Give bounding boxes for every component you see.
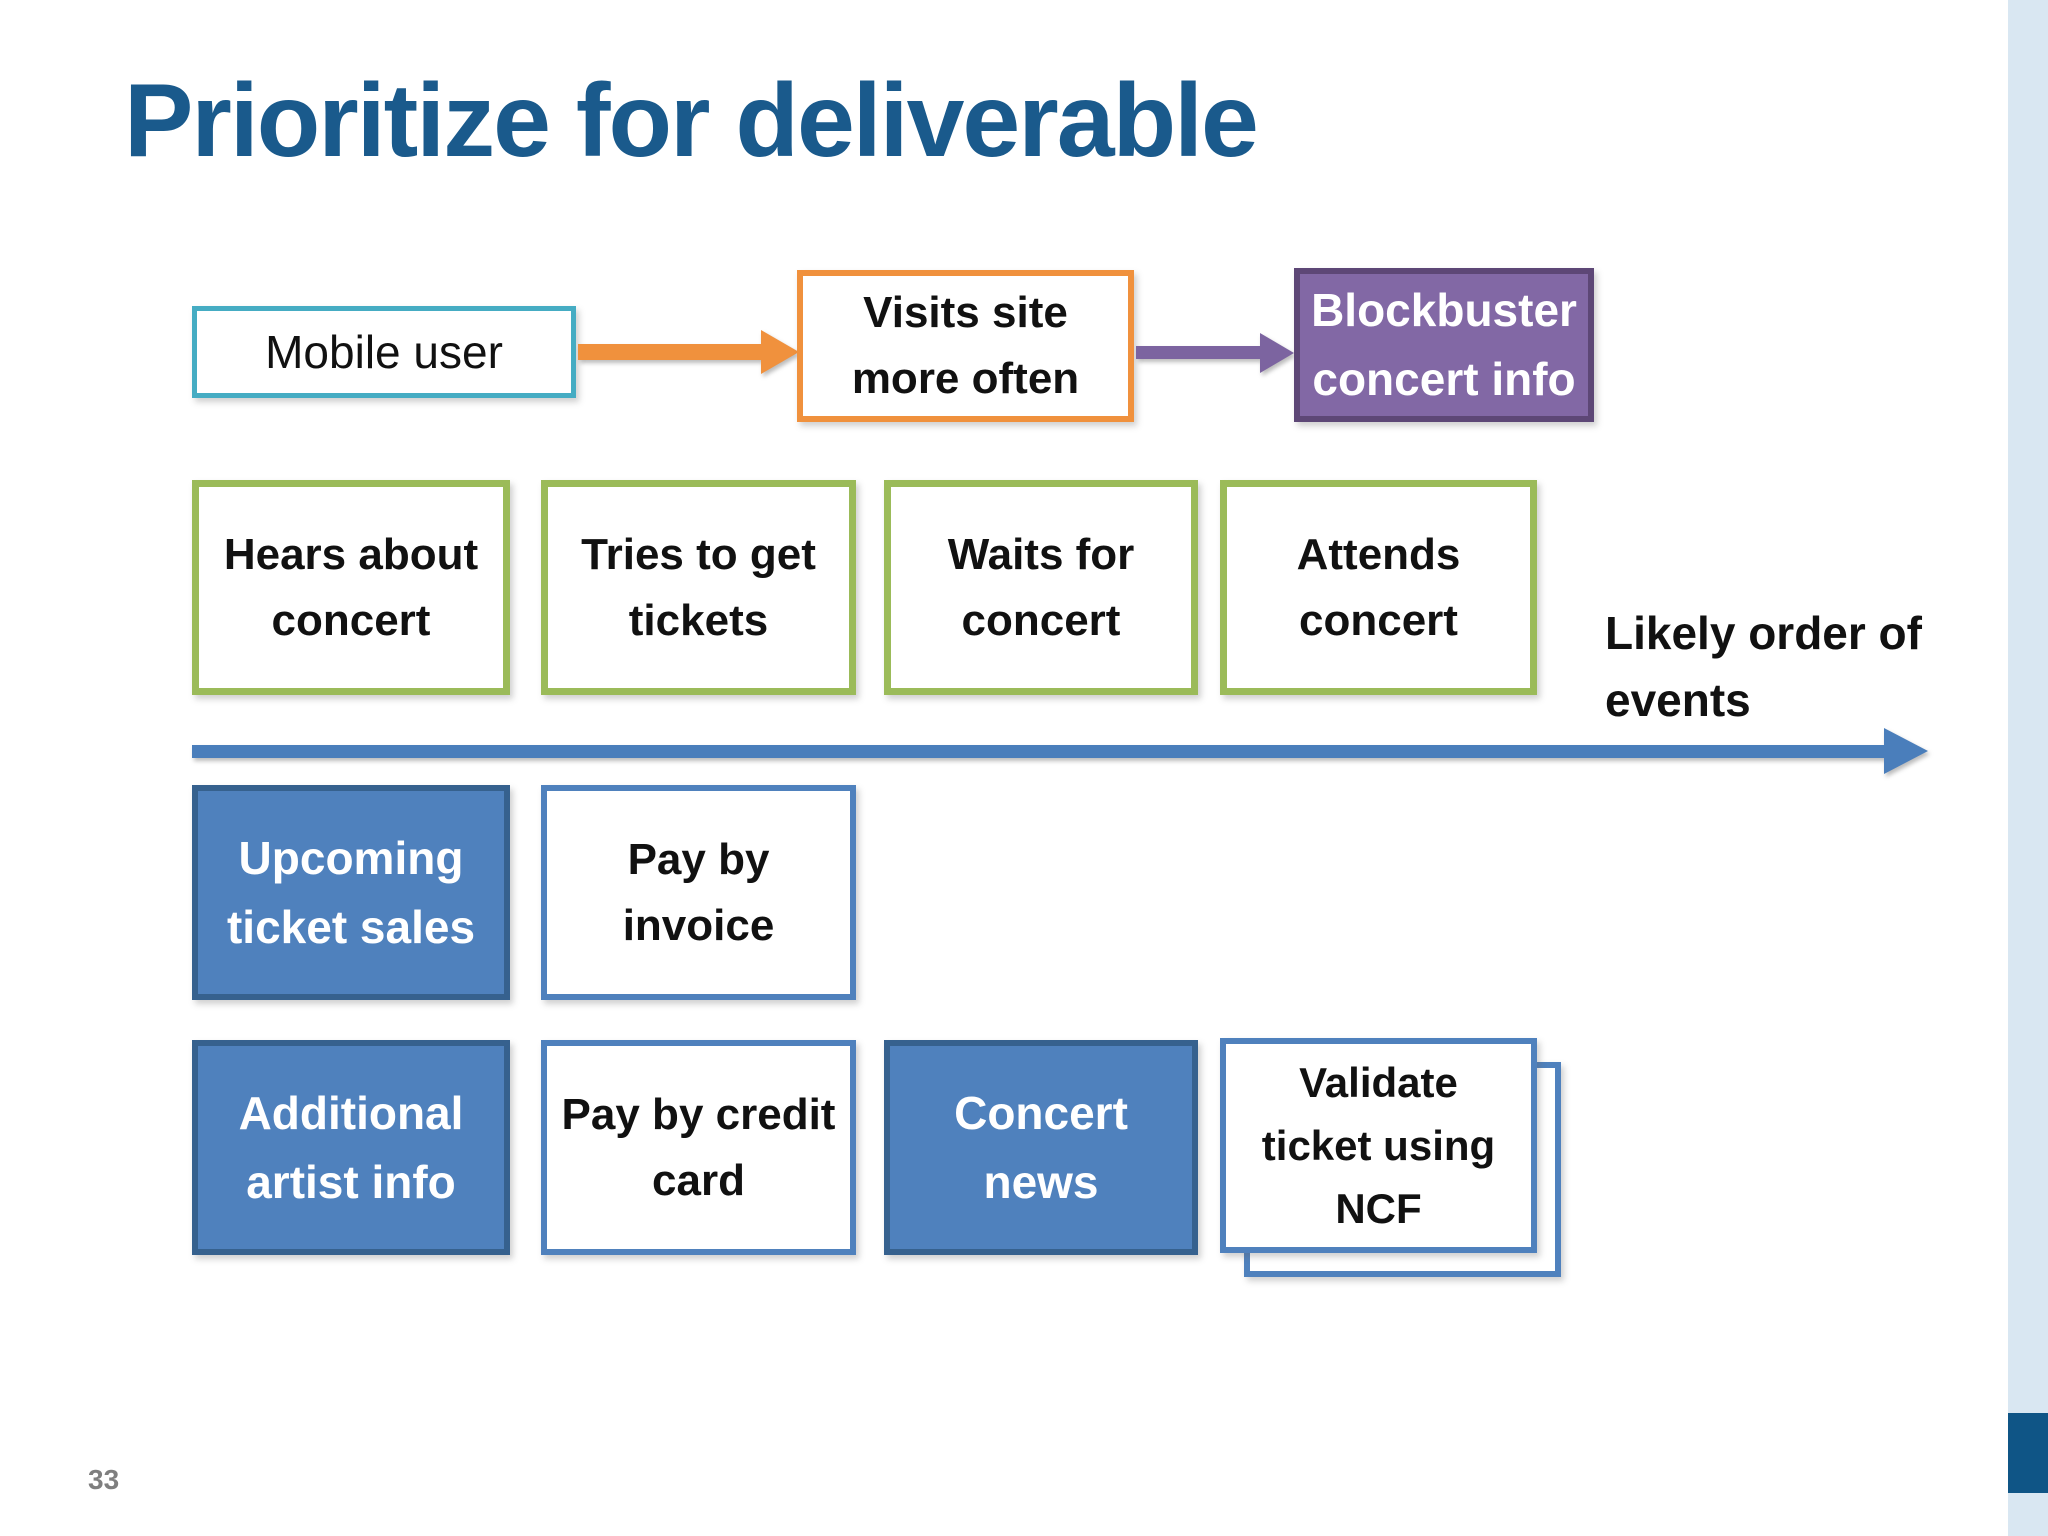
box-visits-site: Visits site more often — [797, 270, 1134, 422]
box-additional-artist-info: Additional artist info — [192, 1040, 510, 1255]
upcoming-ticket-sales-label: Upcoming ticket sales — [226, 831, 476, 953]
journey-step-label: Waits for concert — [947, 529, 1135, 645]
blockbuster-label: Blockbuster concert info — [1311, 284, 1577, 405]
timeline-arrow-shaft — [192, 745, 1884, 758]
concert-news-label: Concert news — [954, 1086, 1128, 1208]
orange-arrow-head — [761, 330, 799, 374]
box-hears-about-concert: Hears about concert — [192, 480, 510, 695]
box-mobile-user: Mobile user — [192, 306, 576, 398]
journey-step-label: Attends concert — [1296, 529, 1461, 645]
box-validate-ticket: Validate ticket using NCF — [1220, 1038, 1537, 1253]
validate-ticket-label: Validate ticket using NCF — [1261, 1059, 1496, 1232]
journey-step-label: Hears about concert — [223, 529, 479, 645]
right-sidebar-accent-block — [2008, 1413, 2048, 1493]
page-number: 33 — [88, 1464, 120, 1495]
purple-arrow-shaft — [1136, 346, 1260, 359]
pay-by-credit-card-label: Pay by credit card — [561, 1089, 836, 1205]
mobile-user-label: Mobile user — [265, 325, 503, 378]
box-pay-by-invoice: Pay by invoice — [541, 785, 856, 1000]
box-pay-by-credit-card: Pay by credit card — [541, 1040, 856, 1255]
journey-step-label: Tries to get tickets — [581, 529, 816, 645]
box-tries-to-get-tickets: Tries to get tickets — [541, 480, 856, 695]
additional-artist-info-label: Additional artist info — [238, 1086, 464, 1208]
box-attends-concert: Attends concert — [1220, 480, 1537, 695]
right-sidebar-strip — [2008, 0, 2048, 1536]
box-blockbuster-concert-info: Blockbuster concert info — [1294, 268, 1594, 422]
purple-arrow-head — [1260, 333, 1294, 373]
timeline-label: Likely order of events — [1605, 607, 1922, 726]
slide-title: Prioritize for deliverable — [124, 63, 1259, 179]
orange-arrow-shaft — [578, 344, 761, 360]
box-concert-news: Concert news — [884, 1040, 1198, 1255]
box-upcoming-ticket-sales: Upcoming ticket sales — [192, 785, 510, 1000]
pay-by-invoice-label: Pay by invoice — [622, 834, 775, 950]
visits-site-label: Visits site more often — [851, 288, 1080, 403]
timeline-arrow-head — [1884, 728, 1928, 774]
box-waits-for-concert: Waits for concert — [884, 480, 1198, 695]
